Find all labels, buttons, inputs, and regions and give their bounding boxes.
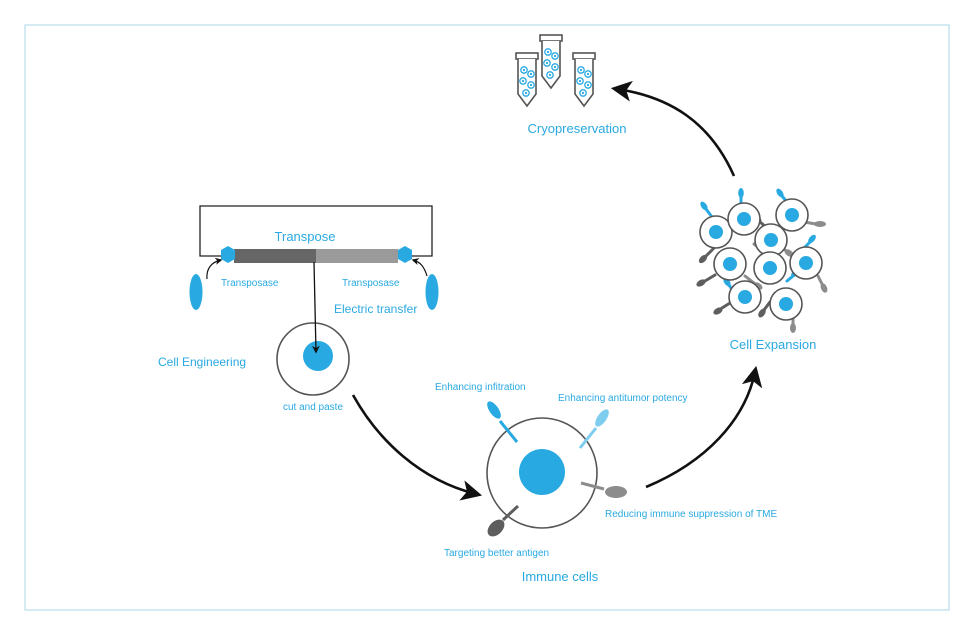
cell-icon xyxy=(775,198,809,232)
arrow-immune-to-expansion xyxy=(645,365,763,489)
electric-transfer-label: Electric transfer xyxy=(334,302,417,316)
cell-engineering-group: Cell Engineering cut and paste xyxy=(158,261,350,413)
cell-icon xyxy=(789,246,823,280)
immune-cell-group: Enhancing infitration Enhancing antitumo… xyxy=(435,382,777,584)
cryopreservation-group: Cryopreservation xyxy=(515,34,627,136)
cryopreservation-label: Cryopreservation xyxy=(528,121,627,136)
receptor-icon xyxy=(580,481,627,498)
cell-engineering-label: Cell Engineering xyxy=(158,355,246,369)
cut-and-paste-label: cut and paste xyxy=(283,402,343,413)
transpose-group: Transpose Transposase Transposase Electr… xyxy=(189,205,439,316)
transpose-label: Transpose xyxy=(275,229,336,244)
tube-icon xyxy=(572,52,596,107)
engineered-nucleus xyxy=(303,341,333,371)
cell-icon xyxy=(769,287,803,321)
enhancing-antitumor-label: Enhancing antitumor potency xyxy=(558,393,688,404)
cell-icon xyxy=(753,251,787,285)
receptor-icon xyxy=(487,504,520,537)
plasmid-outline xyxy=(199,205,433,257)
transposase-icon xyxy=(425,274,439,310)
receptor-icon xyxy=(578,409,609,449)
immune-cells-label: Immune cells xyxy=(522,569,599,584)
cell-expansion-group: Cell Expansion xyxy=(696,188,828,352)
gene-segment-light xyxy=(316,249,398,263)
cell-icon xyxy=(699,215,733,249)
transposase-left-label: Transposase xyxy=(221,278,279,289)
immune-nucleus xyxy=(519,449,565,495)
transposase-icon xyxy=(189,274,203,310)
transposase-arrow-left xyxy=(206,257,223,280)
arrow-engineering-to-immune xyxy=(351,394,483,501)
receptor-icon xyxy=(487,401,519,443)
cell-icon xyxy=(727,202,761,236)
tube-icon xyxy=(539,34,563,89)
insertion-arrow xyxy=(311,261,320,354)
cell-icon xyxy=(754,223,788,257)
cell-expansion-label: Cell Expansion xyxy=(730,337,817,352)
arrow-expansion-to-cryo xyxy=(610,80,736,177)
reducing-suppression-label: Reducing immune suppression of TME xyxy=(605,509,777,520)
transposase-right-label: Transposase xyxy=(342,278,400,289)
tube-icon xyxy=(515,52,539,107)
diagram-frame xyxy=(24,24,950,611)
targeting-antigen-label: Targeting better antigen xyxy=(444,548,549,559)
cell-icon xyxy=(713,247,747,281)
enhancing-infiltration-label: Enhancing infitration xyxy=(435,382,526,393)
transposase-arrow-right xyxy=(411,258,428,277)
transposase-site-right-icon xyxy=(398,246,412,263)
cell-icon xyxy=(728,280,762,314)
transposase-site-left-icon xyxy=(221,246,235,263)
gene-segment-dark xyxy=(234,249,316,263)
